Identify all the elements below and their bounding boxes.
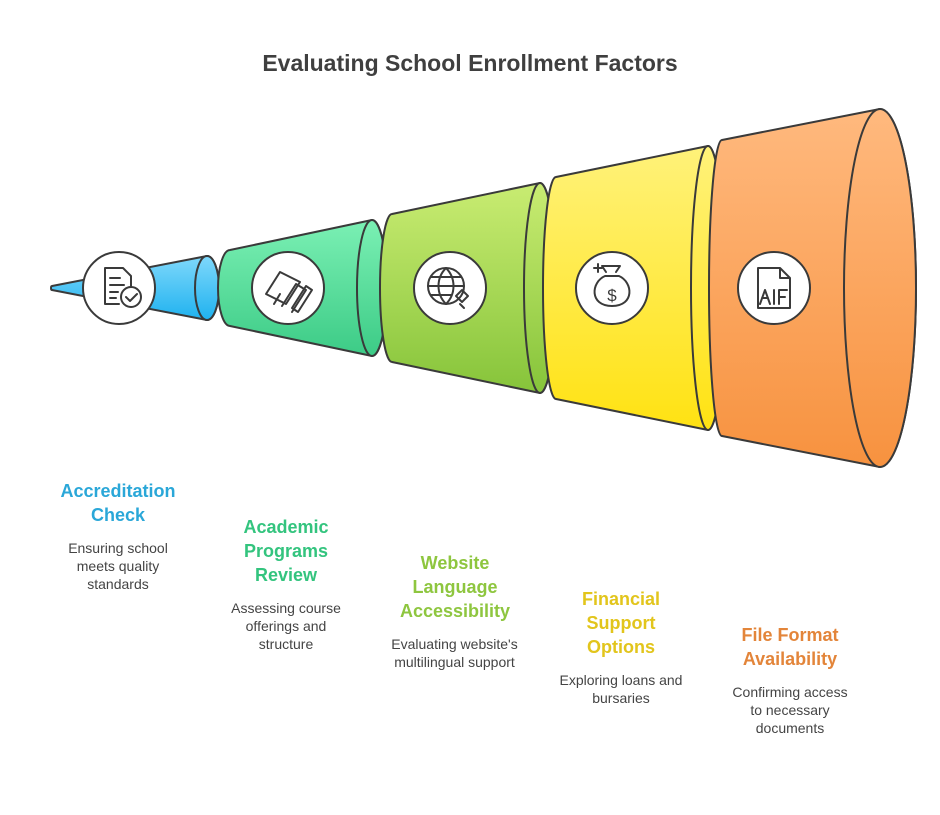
globe-link-icon <box>413 251 487 325</box>
step-description: Evaluating website's multilingual suppor… <box>391 636 518 670</box>
step-accreditation: Accreditation Check Ensuring school meet… <box>33 479 203 593</box>
document-check-icon <box>82 251 156 325</box>
step-website-language: Website Language Accessibility Evaluatin… <box>370 551 540 671</box>
step-financial-support: Financial Support Options Exploring loan… <box>536 587 706 707</box>
diagram-title: Evaluating School Enrollment Factors <box>262 50 678 76</box>
step-description: Ensuring school meets quality standards <box>68 540 168 592</box>
step-title: Academic Programs Review <box>243 517 329 585</box>
step-title: Website Language Accessibility <box>399 553 511 621</box>
step-title: Financial Support Options <box>581 589 661 657</box>
step-academic-programs: Academic Programs Review Assessing cours… <box>201 515 371 653</box>
svg-text:$: $ <box>607 286 617 305</box>
step-file-format: File Format Availability Confirming acce… <box>705 623 875 737</box>
step-description: Exploring loans and bursaries <box>559 672 683 706</box>
file-format-segment <box>708 108 917 468</box>
aif-file-icon <box>737 251 811 325</box>
step-description: Confirming access to necessary documents <box>732 684 848 736</box>
open-book-icon <box>251 251 325 325</box>
step-title: File Format Availability <box>741 625 839 669</box>
step-title: Accreditation Check <box>60 481 176 525</box>
money-bag-icon: $ <box>575 251 649 325</box>
step-description: Assessing course offerings and structure <box>231 600 341 652</box>
